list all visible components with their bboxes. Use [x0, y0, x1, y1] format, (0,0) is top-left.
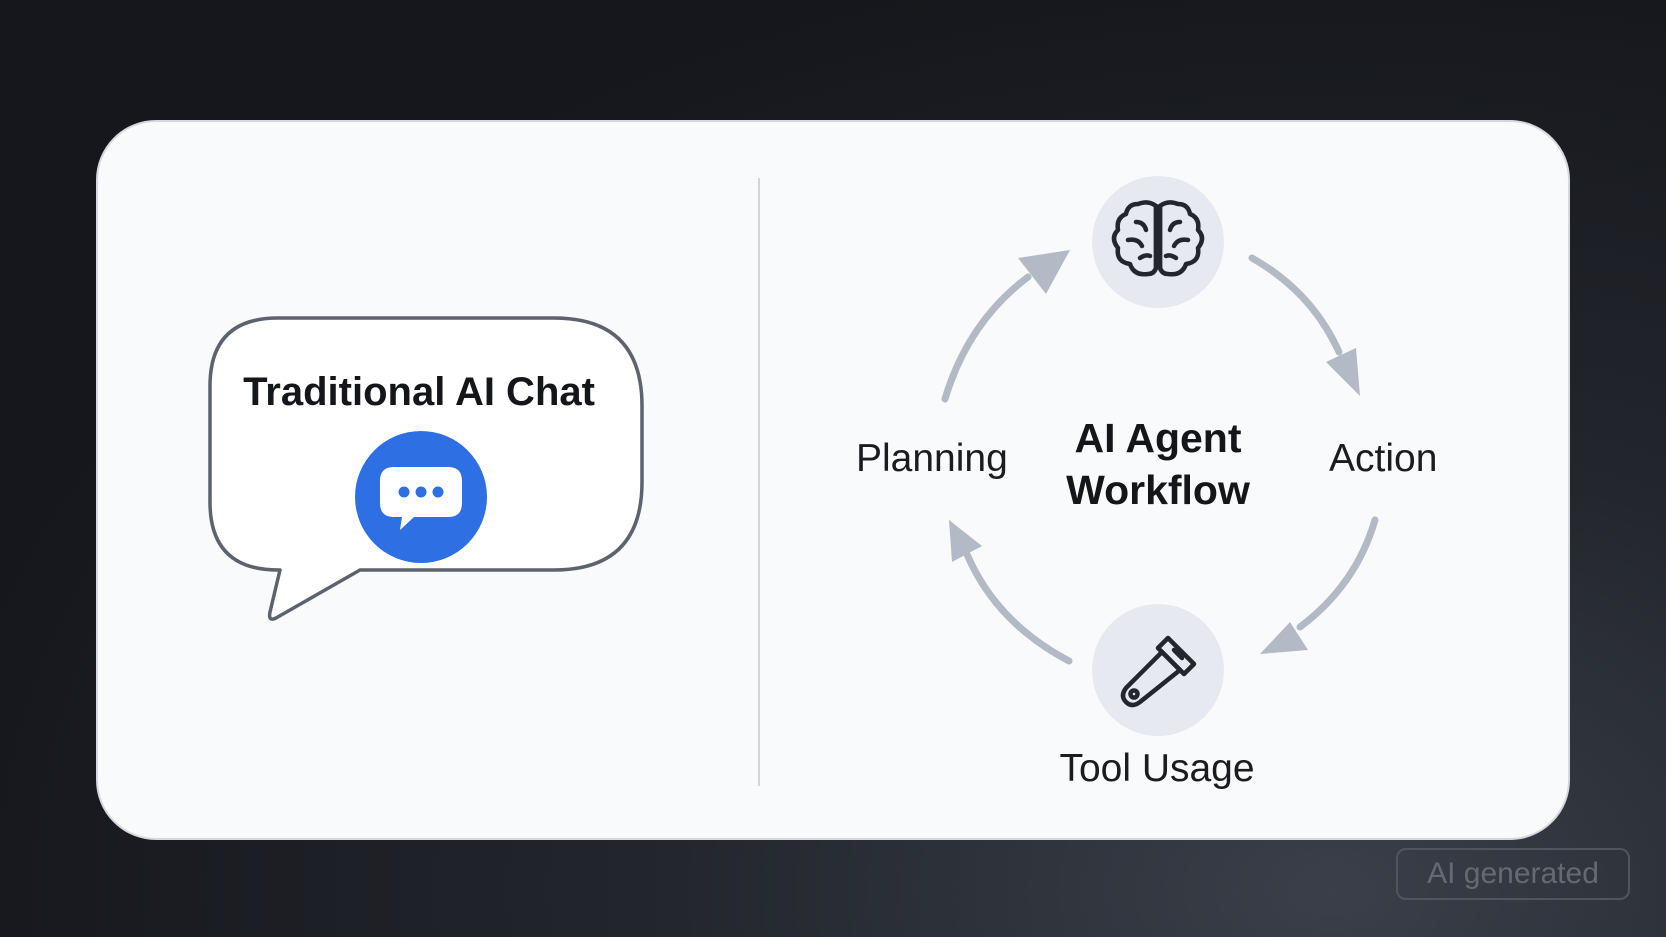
tool-node	[1092, 604, 1224, 736]
diagram-card: Traditional AI Chat	[96, 120, 1570, 840]
center-title-line2: Workflow	[1066, 467, 1250, 513]
panel-divider	[758, 178, 760, 786]
brain-icon	[1111, 200, 1205, 277]
brain-node	[1092, 176, 1224, 308]
flashlight-tool-icon	[1120, 635, 1197, 708]
center-title: AI Agent Workflow	[1058, 412, 1258, 516]
center-title-line1: AI Agent	[1074, 415, 1242, 461]
cycle-arrows	[941, 250, 1379, 665]
tool-usage-label: Tool Usage	[1059, 747, 1255, 790]
action-label: Action	[1329, 437, 1438, 480]
chat-bubble-icon	[355, 431, 487, 563]
ai-generated-badge: AI generated	[1396, 848, 1630, 900]
chat-title: Traditional AI Chat	[243, 370, 595, 414]
planning-label: Planning	[856, 437, 1008, 480]
